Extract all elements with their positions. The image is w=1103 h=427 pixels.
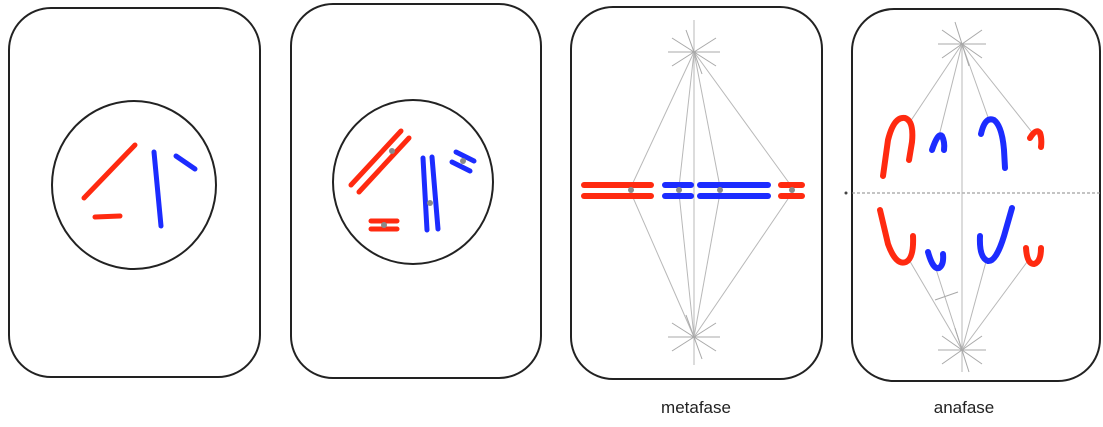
stray-dot <box>844 191 848 195</box>
chromosome-red-small <box>1027 128 1045 150</box>
centromere <box>381 222 387 228</box>
centrosome-bottom <box>668 314 720 360</box>
cell-membrane <box>570 6 823 380</box>
centromeres <box>381 148 466 228</box>
centromere <box>427 200 433 206</box>
caption-anafase: anafase <box>933 398 995 417</box>
chromosomes <box>81 142 198 229</box>
centromere <box>460 158 466 164</box>
chromosome-blue-long <box>151 149 164 229</box>
chromatid-red <box>356 135 412 195</box>
chromatid-blue <box>429 154 441 232</box>
spindle-fibers <box>907 43 1036 372</box>
centromeres <box>628 187 795 193</box>
caption-metafase: metafase <box>661 398 731 417</box>
panel-anafase <box>844 8 1101 382</box>
chromosome-blue-large <box>976 205 1015 264</box>
chromosome-blue-small <box>925 249 947 272</box>
anaphase-chromosomes-bottom <box>877 205 1044 272</box>
metaphase-chromosomes <box>581 182 805 199</box>
chromosome-red-large <box>880 114 916 179</box>
spindle-fibers <box>630 20 793 365</box>
chromosome-red-large <box>877 207 917 266</box>
chromosome-blue-large <box>978 116 1008 171</box>
panel-metafase <box>570 6 823 380</box>
centrosome-bottom <box>934 291 986 373</box>
chromatid-red <box>348 128 404 188</box>
anaphase-chromosomes-top <box>880 114 1045 179</box>
chromosome-red-long <box>81 142 138 201</box>
centrosome-top <box>668 29 720 75</box>
centromere <box>389 148 395 154</box>
cell-membrane <box>290 3 542 379</box>
centrosome-top <box>938 21 986 67</box>
cell-membrane <box>851 8 1101 382</box>
chromatid-blue-short <box>453 149 477 164</box>
nucleus <box>332 99 494 265</box>
panel-cell-1 <box>8 7 261 378</box>
panel-cell-2 <box>290 3 542 379</box>
chromatid-blue-short <box>449 159 473 174</box>
chromosomes <box>348 128 477 233</box>
chromosome-red-small <box>1023 245 1044 267</box>
cell-membrane <box>8 7 261 378</box>
chromosome-blue-small <box>929 132 948 153</box>
nucleus <box>51 100 217 270</box>
chromatid-blue <box>420 155 430 233</box>
chromosome-blue-short <box>173 153 198 172</box>
chromosome-red-short <box>92 213 123 220</box>
